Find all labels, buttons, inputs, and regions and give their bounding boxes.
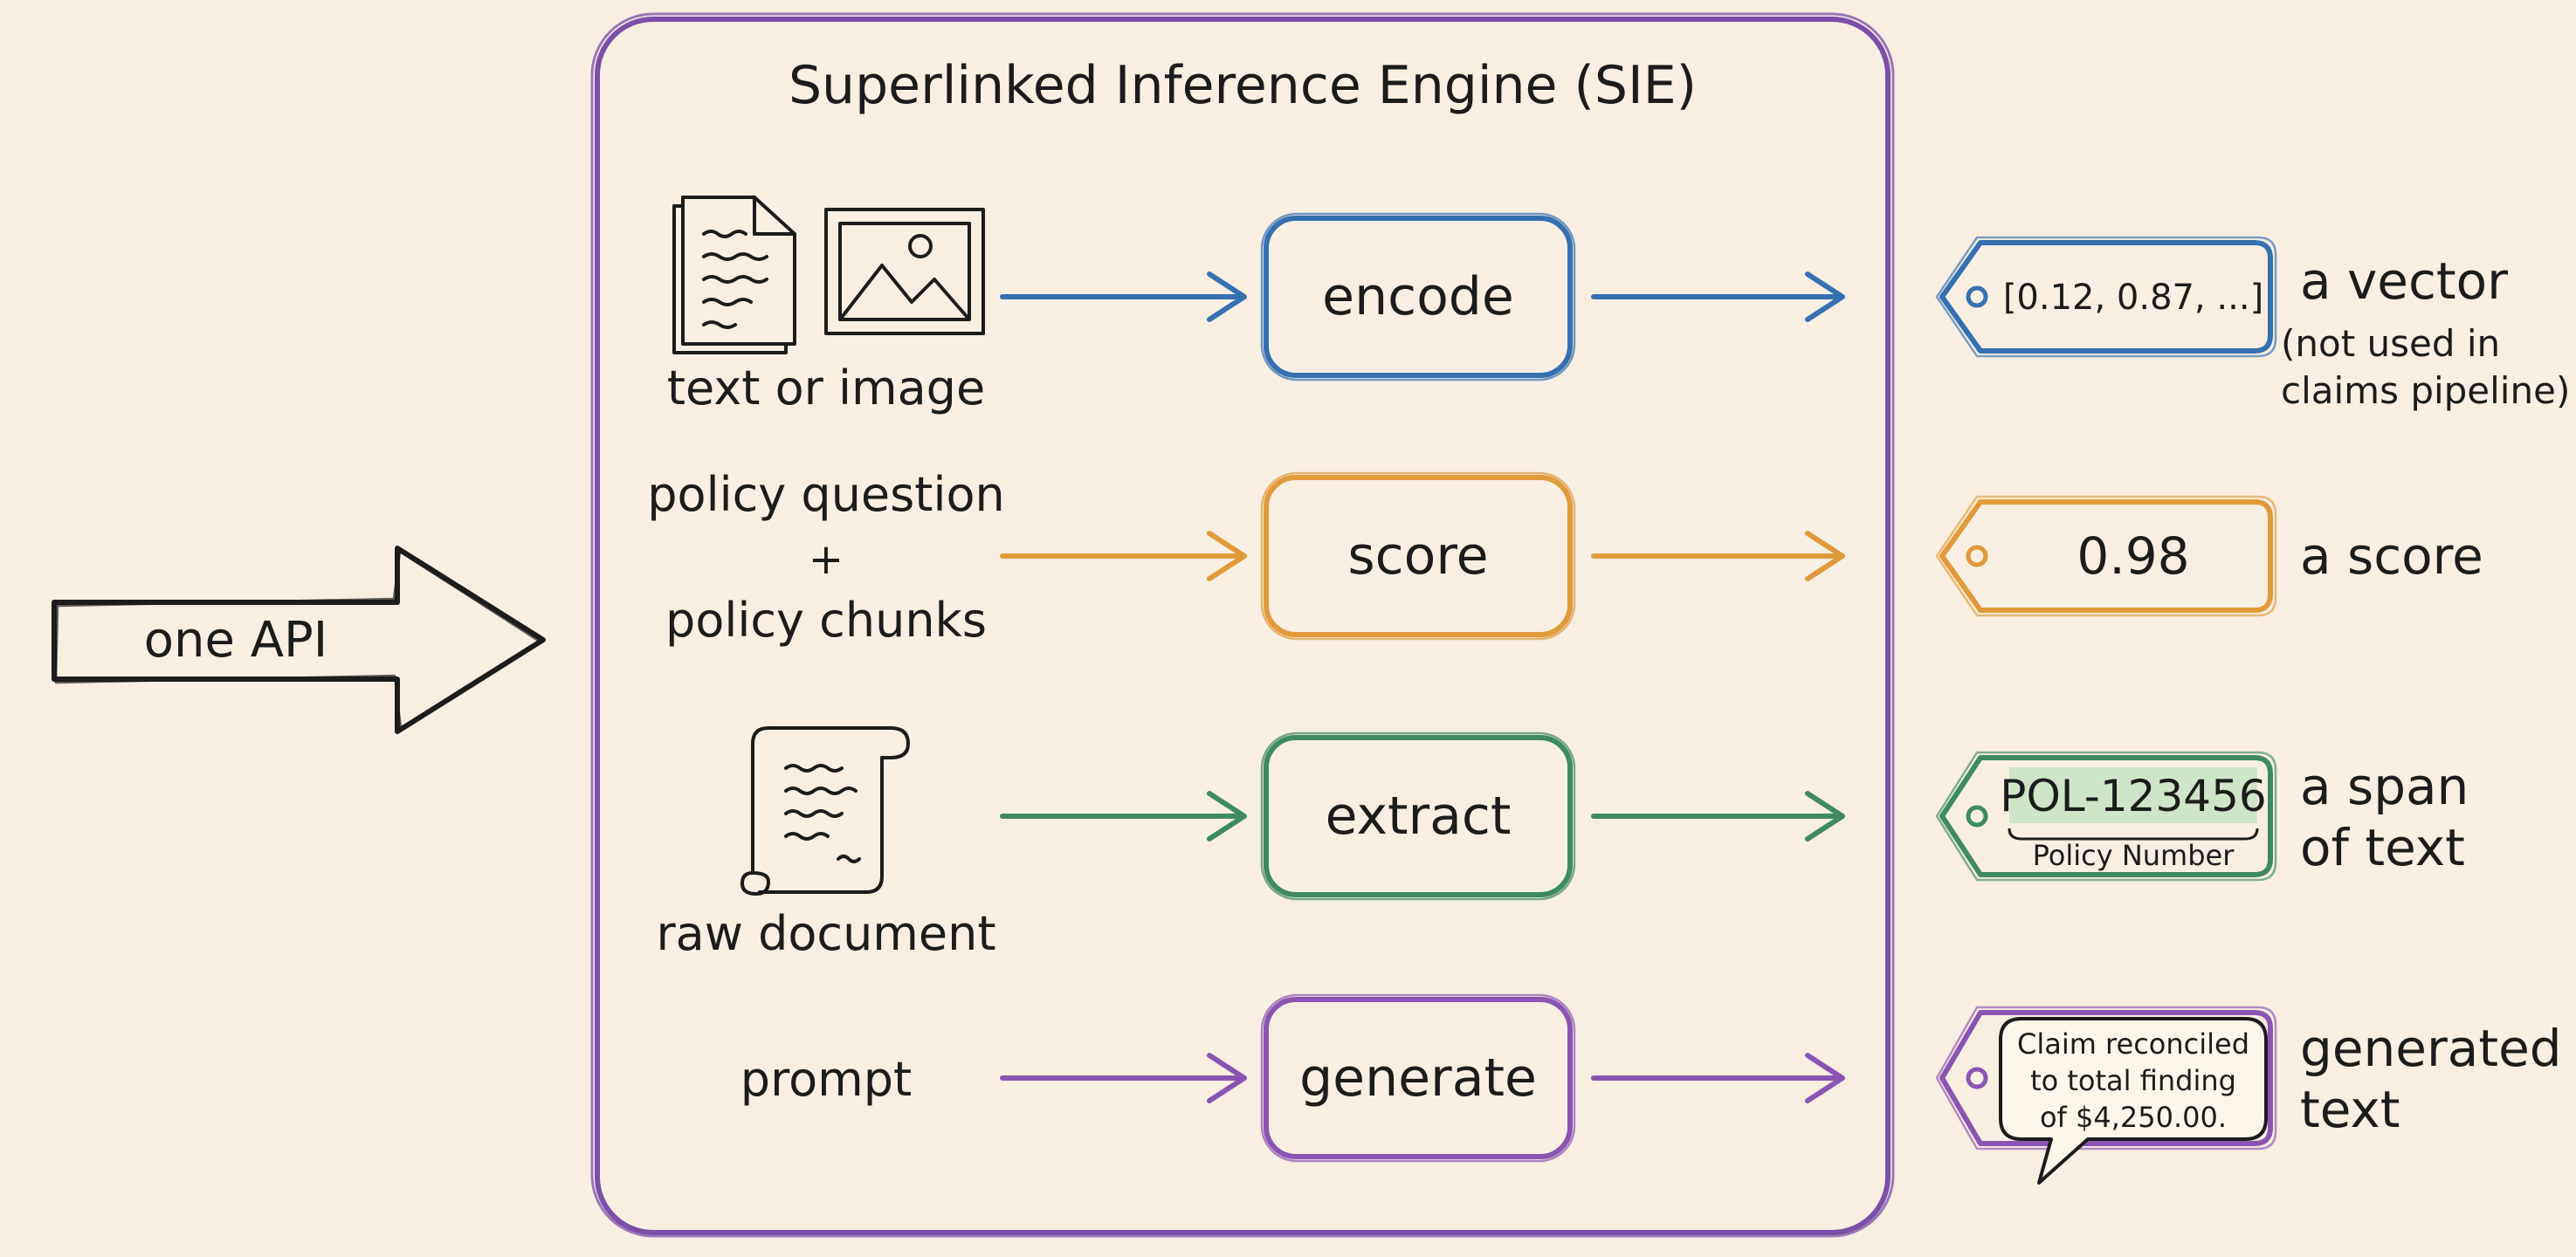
op-box-outline-generate [1260, 993, 1576, 1163]
tag-shape-outline [1935, 751, 2277, 882]
input-label-generate: prompt [740, 1052, 912, 1107]
result-text: a span [2300, 757, 2469, 816]
result-note: (not used in [2281, 322, 2500, 365]
op-label-score: score [1347, 525, 1488, 587]
tag-shape [1939, 755, 2273, 877]
row-score: policy question + policy chunks score 0.98 a … [647, 467, 2483, 648]
op-label-encode: encode [1322, 266, 1514, 327]
score-value: 0.98 [2077, 526, 2189, 586]
op-box-outline-score [1260, 471, 1576, 641]
span-value: POL-123456 [2000, 771, 2266, 821]
tag-shape-outline [1935, 1006, 2277, 1151]
result-note: claims pipeline) [2281, 369, 2570, 412]
span-highlight [2009, 767, 2257, 823]
tag-shape [1939, 499, 2273, 613]
input-text: + [809, 535, 844, 584]
input-text: text or image [667, 361, 985, 416]
speech-line: Claim reconciled [2017, 1027, 2249, 1061]
engine-title: Superlinked Inference Engine (SIE) [789, 55, 1697, 116]
input-label-encode: text or image [667, 361, 985, 416]
input-text: prompt [740, 1052, 912, 1107]
output-tag-encode: [0.12, 0.87, ...] [1935, 236, 2277, 358]
op-box-outline-encode [1260, 212, 1576, 381]
one-api-arrow: one API [52, 546, 546, 734]
op-label-extract: extract [1326, 786, 1512, 847]
input-text: raw document [656, 906, 995, 961]
result-label-score: a score [2300, 526, 2483, 586]
op-box-score [1264, 475, 1573, 637]
op-box-outline-extract [1260, 732, 1576, 901]
input-label-score: policy question + policy chunks [647, 467, 1004, 648]
tag-hole [1966, 805, 1988, 828]
result-text: of text [2300, 818, 2465, 877]
speech-bubble [1999, 1017, 2268, 1185]
tag-hole [1966, 285, 1988, 308]
tag-shape [1939, 1010, 2273, 1146]
row-encode: text or image encode [0.12, 0.87, ...] a ve… [667, 212, 2570, 416]
result-text: a vector [2300, 251, 2508, 311]
scroll-icon [740, 726, 910, 896]
speech-line: to total finding [2030, 1064, 2236, 1097]
input-arrow-generate [1000, 1053, 1247, 1103]
vector-value: [0.12, 0.87, ...] [2003, 278, 2263, 318]
result-text: text [2300, 1080, 2400, 1139]
op-box-extract [1264, 735, 1573, 897]
input-text: policy chunks [665, 593, 987, 648]
tag-shape-outline [1935, 236, 2277, 358]
result-text: generated [2300, 1019, 2562, 1078]
output-tag-score: 0.98 [1935, 495, 2277, 617]
output-arrow-score [1591, 531, 1845, 581]
input-text: policy question [647, 467, 1004, 522]
document-icon [672, 196, 796, 354]
engine-frame: Superlinked Inference Engine (SIE) [590, 12, 1895, 1238]
tag-hole [1966, 545, 1988, 567]
span-caption: Policy Number [2033, 839, 2235, 872]
tag-shape-outline [1935, 495, 2277, 617]
tag-shape [1939, 240, 2273, 354]
pipeline-rows: text or image encode [0.12, 0.87, ...] a ve… [647, 212, 2570, 1185]
input-label-extract: raw document [656, 906, 995, 961]
op-label-generate: generate [1299, 1048, 1537, 1109]
image-icon [824, 208, 985, 335]
op-box-generate [1264, 997, 1573, 1159]
input-arrow-score [1000, 531, 1247, 581]
one-api-label: one API [144, 612, 328, 669]
input-arrow-extract [1000, 791, 1247, 841]
output-arrow-extract [1591, 791, 1845, 841]
tag-hole [1966, 1067, 1988, 1089]
output-arrow-encode [1591, 271, 1845, 322]
output-arrow-generate [1591, 1053, 1845, 1103]
op-box-encode [1264, 216, 1573, 378]
span-bracket [2008, 828, 2259, 841]
input-arrow-encode [1000, 271, 1247, 322]
speech-line: of $4,250.00. [2040, 1101, 2227, 1134]
result-text: a score [2300, 526, 2483, 586]
